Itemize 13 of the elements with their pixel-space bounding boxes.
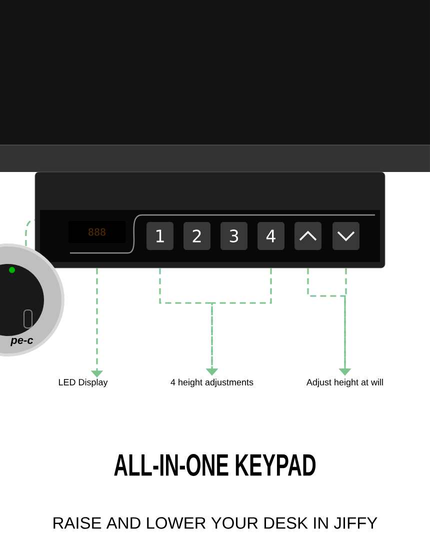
caption-text: 4 height adjustments (170, 378, 254, 388)
caption-text: Adjust height at will (306, 378, 383, 388)
caption-text: LED Display (58, 378, 108, 388)
number-button: 1 (146, 222, 174, 250)
title: ALL-IN-ONE KEYPAD (114, 454, 316, 476)
number-button: 2 (184, 222, 210, 250)
number-button: 3 (220, 222, 248, 250)
subtitle: RAISE AND LOWER YOUR DESK IN JIFFY (54, 517, 378, 529)
number-button: 4 (258, 222, 284, 250)
up-arrow-button (294, 222, 322, 250)
usb-port-inset: pe-c (0, 244, 64, 356)
led-display: 888 (68, 221, 126, 243)
down-arrow-button (332, 222, 360, 250)
